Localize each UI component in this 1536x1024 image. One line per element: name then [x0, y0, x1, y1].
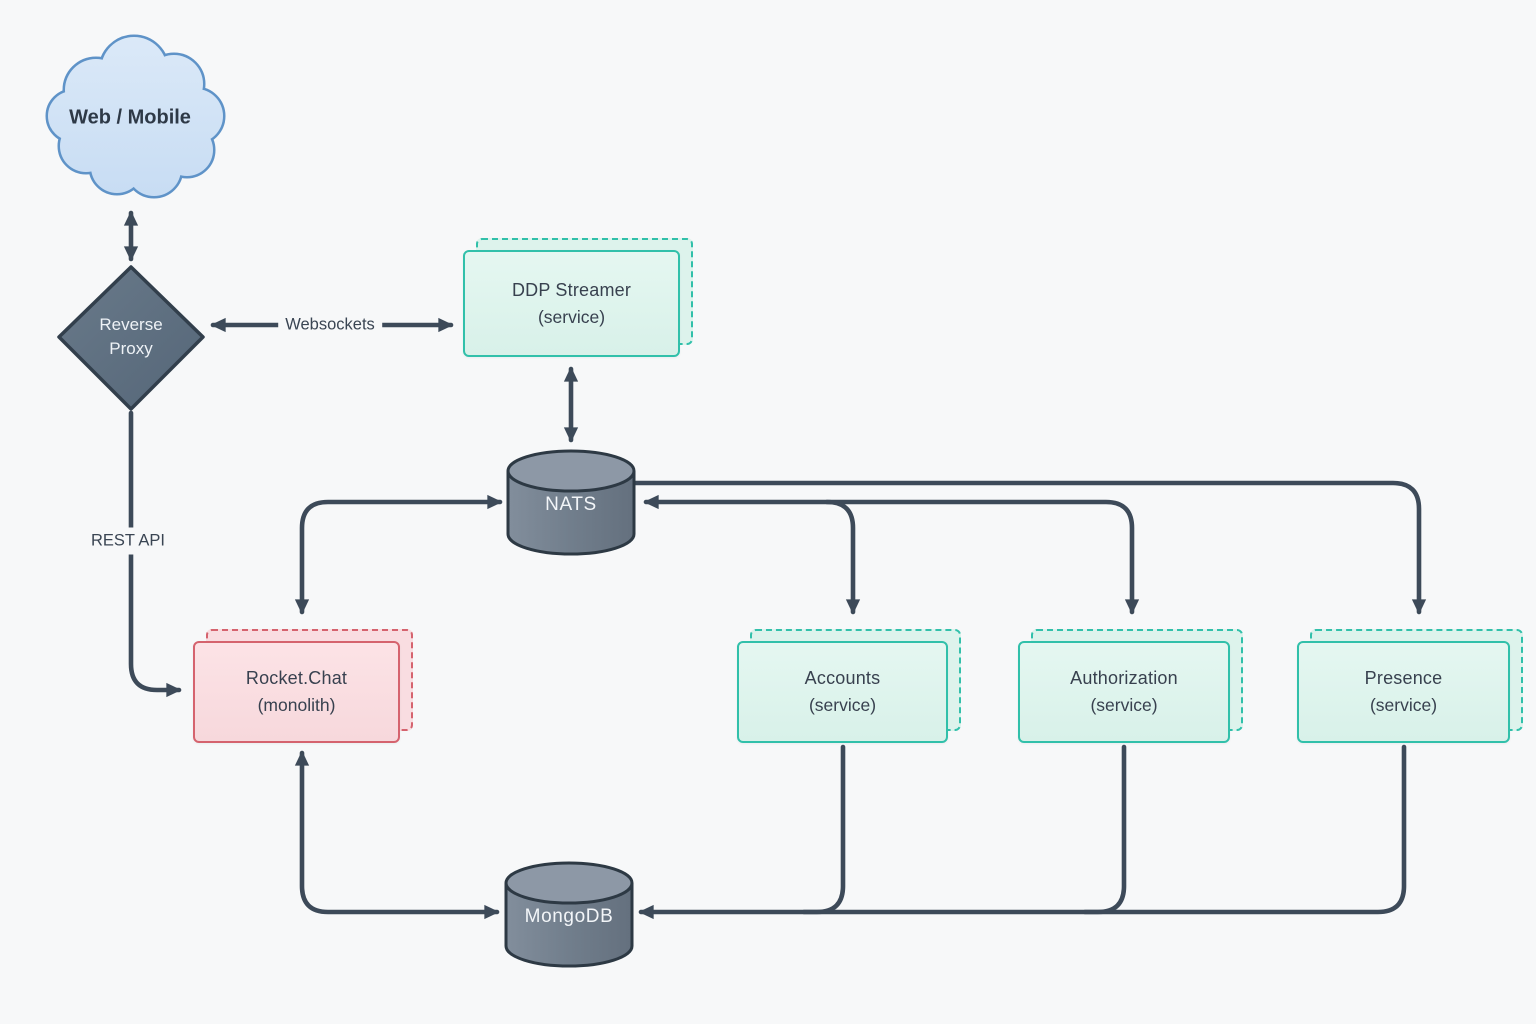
edge-authorization-mongodb-branch: [1082, 744, 1127, 915]
edge-nats-accounts-branch: [824, 499, 861, 615]
websockets-edge-label: Websockets: [278, 311, 382, 339]
mongodb-label: MongoDB: [524, 906, 614, 927]
ddp-streamer-title: DDP Streamer: [511, 279, 632, 300]
edge-monolith-mongodb: [294, 750, 500, 920]
web-mobile-label: Web / Mobile: [69, 106, 191, 129]
reverse-proxy-label: Reverse Proxy: [99, 315, 163, 358]
node-presence: Presence (service): [1297, 629, 1523, 743]
rocket-chat-box: Rocket.Chat (monolith): [193, 641, 400, 743]
ddp-streamer-box: DDP Streamer (service): [463, 250, 680, 357]
edge-nats-presence: [631, 480, 1427, 615]
rocket-chat-subtitle: (monolith): [257, 695, 336, 715]
authorization-title: Authorization: [1070, 668, 1178, 688]
web-mobile-cloud-shape: [45, 34, 226, 199]
presence-title: Presence: [1364, 668, 1443, 688]
authorization-box: Authorization (service): [1018, 641, 1230, 743]
reverse-proxy-diamond-shape: [57, 265, 205, 411]
rest-api-edge-label: REST API: [84, 527, 172, 555]
ddp-streamer-subtitle: (service): [537, 306, 606, 327]
node-authorization: Authorization (service): [1018, 629, 1243, 743]
edge-nats-authorization: [643, 494, 1140, 615]
nats-label: NATS: [545, 494, 597, 515]
node-accounts: Accounts (service): [737, 629, 961, 743]
rocket-chat-title: Rocket.Chat: [245, 668, 348, 688]
nats-cylinder-shape: [506, 449, 636, 556]
edge-accounts-mongodb-branch: [801, 744, 846, 915]
node-rocket-chat: Rocket.Chat (monolith): [193, 629, 413, 743]
node-ddp-streamer: DDP Streamer (service): [463, 238, 693, 357]
presence-box: Presence (service): [1297, 641, 1510, 743]
accounts-subtitle: (service): [808, 695, 877, 715]
accounts-title: Accounts: [804, 668, 881, 688]
edge-nats-monolith: [294, 494, 503, 615]
authorization-subtitle: (service): [1090, 695, 1158, 715]
presence-subtitle: (service): [1369, 695, 1438, 715]
mongodb-cylinder-shape: [504, 861, 634, 968]
accounts-box: Accounts (service): [737, 641, 948, 743]
edge-services-mongodb: [638, 744, 1407, 920]
